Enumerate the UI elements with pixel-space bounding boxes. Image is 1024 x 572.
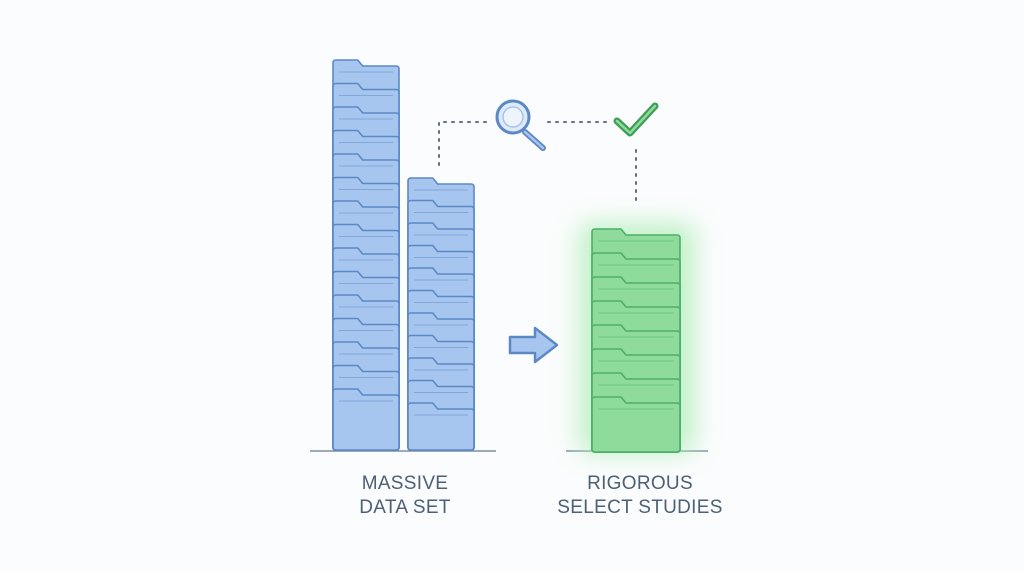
- right-arrow-icon: [508, 326, 559, 364]
- connector-to-search: [438, 121, 493, 166]
- right-caption-line-2: SELECT STUDIES: [557, 497, 723, 518]
- folder-stack-selected: [591, 228, 681, 453]
- magnifier-icon: [495, 99, 546, 151]
- folder-stack-short: [407, 177, 475, 451]
- right-caption-line-1: RIGOROUS: [587, 473, 693, 494]
- left-caption-line-1: MASSIVE: [361, 473, 449, 494]
- folder-stack-tall: [332, 59, 400, 451]
- folder-icon: [332, 388, 400, 451]
- checkmark-icon: [613, 102, 659, 137]
- left-caption: MASSIVE DATA SET: [330, 472, 480, 520]
- left-caption-line-2: DATA SET: [359, 497, 451, 518]
- folder-icon: [407, 402, 475, 451]
- folder-icon: [591, 396, 681, 453]
- right-caption: RIGOROUS SELECT STUDIES: [540, 472, 740, 520]
